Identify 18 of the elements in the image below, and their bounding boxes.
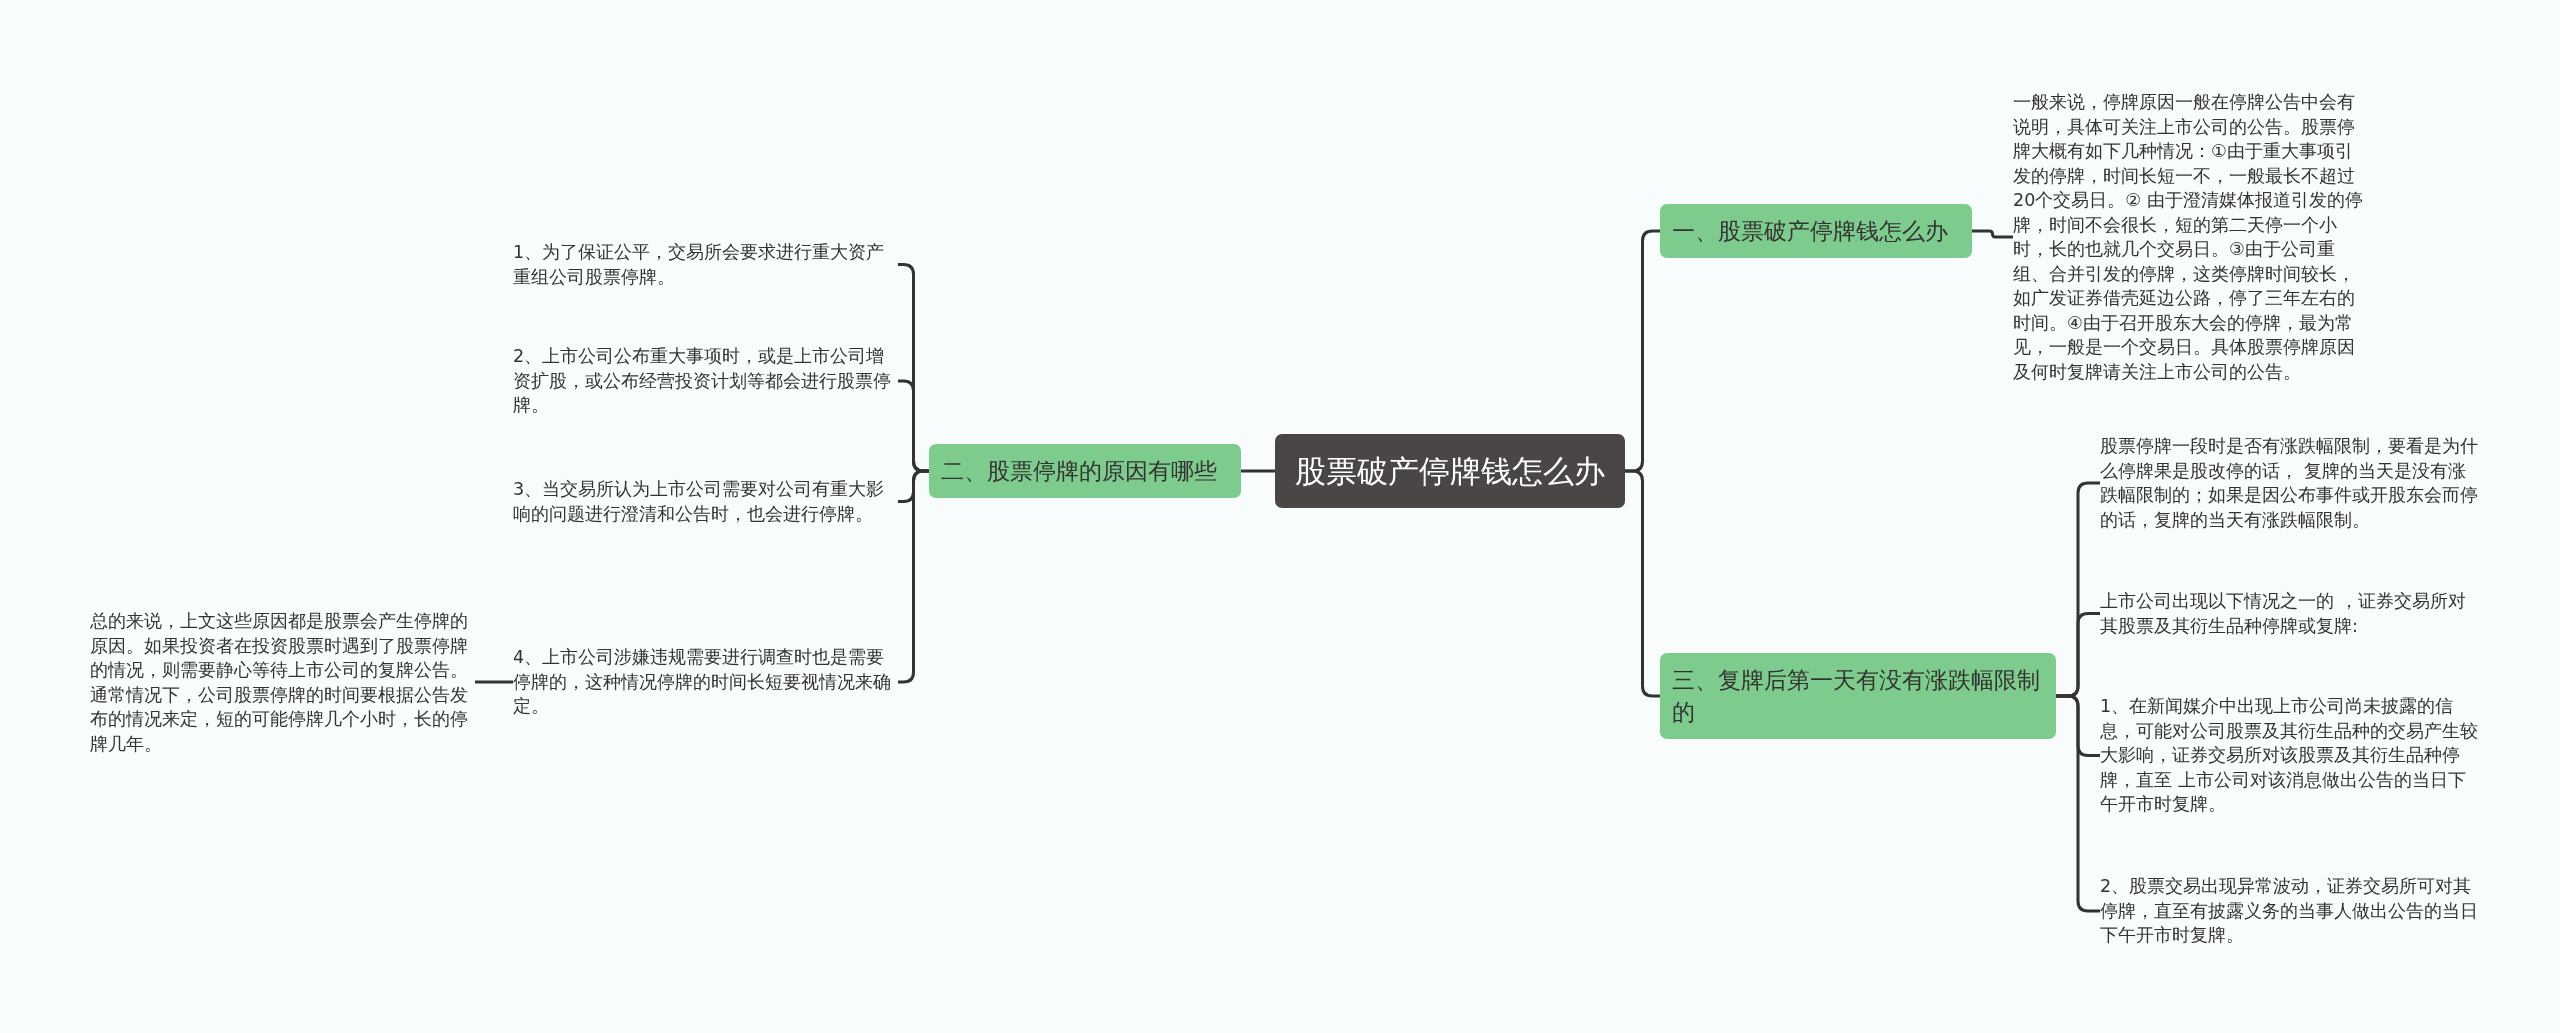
central-topic-box: 股票破产停牌钱怎么办 xyxy=(1275,434,1625,508)
note-text: 3、当交易所认为上市公司需要对公司有重大影响的问题进行澄清和公告时，也会进行停牌。 xyxy=(513,477,898,526)
topic-box: 二、股票停牌的原因有哪些 xyxy=(929,444,1241,498)
note-text: 上市公司出现以下情况之一的 ，证券交易所对其股票及其衍生品种停牌或复牌: xyxy=(2100,589,2480,638)
note-text: 2、股票交易出现异常波动，证券交易所可对其停牌，直至有披露义务的当事人做出公告的当日下午开市时复牌。 xyxy=(2100,874,2480,948)
connector-line xyxy=(1972,229,2013,239)
topic-box: 一、股票破产停牌钱怎么办 xyxy=(1660,204,1972,258)
topic-box: 三、复牌后第一天有没有涨跌幅限制的 xyxy=(1660,653,2056,739)
note-text: 一般来说，停牌原因一般在停牌公告中会有说明，具体可关注上市公司的公告。股票停牌大概有如下几种情况：①由于重大事项引发的停牌，时间长短一不，一般最长不超过20个交易日。② 由于澄清媒体报道引发的停牌，时间不会很长，短的第二天停一个小时，长的也就几个交易日。③由于公司重组、合并引发的停牌，这类停牌时间较长，如广发证券借壳延边公路，停了三年左右的时间。④由于召开股东大会的停牌，最为常见，一般是一个交易日。具体股票停牌原因及何时复牌请关注上市公司的公告。 xyxy=(2013,90,2363,384)
note-text: 1、在新闻媒介中出现上市公司尚未披露的信息，可能对公司股票及其衍生品种的交易产生较大影响，证券交易所对该股票及其衍生品种停牌，直至 上市公司对该消息做出公告的当日下午开市时复牌。 xyxy=(2100,694,2480,817)
note-text: 1、为了保证公平，交易所会要求进行重大资产重组公司股票停牌。 xyxy=(513,240,898,289)
note-text: 总的来说，上文这些原因都是股票会产生停牌的原因。如果投资者在投资股票时遇到了股票停牌的情况，则需要静心等待上市公司的复牌公告。通常情况下，公司股票停牌的时间要根据公告发布的情况来定，短的可能停牌几个小时，长的停牌几年。 xyxy=(90,609,475,756)
connector-line xyxy=(1241,469,1275,473)
connector-line xyxy=(1625,469,1660,698)
note-text: 股票停牌一段时是否有涨跌幅限制，要看是为什么停牌果是股改停的话， 复牌的当天是没有涨跌幅限制的；如果是因公布事件或开股东会而停的话，复牌的当天有涨跌幅限制。 xyxy=(2100,434,2480,532)
note-text: 2、上市公司公布重大事项时，或是上市公司增资扩股，或公布经营投资计划等都会进行股票停牌。 xyxy=(513,344,898,418)
note-text: 4、上市公司涉嫌违规需要进行调查时也是需要停牌的，这种情况停牌的时间长短要视情况来确定。 xyxy=(513,645,898,719)
connector-line xyxy=(475,680,513,684)
